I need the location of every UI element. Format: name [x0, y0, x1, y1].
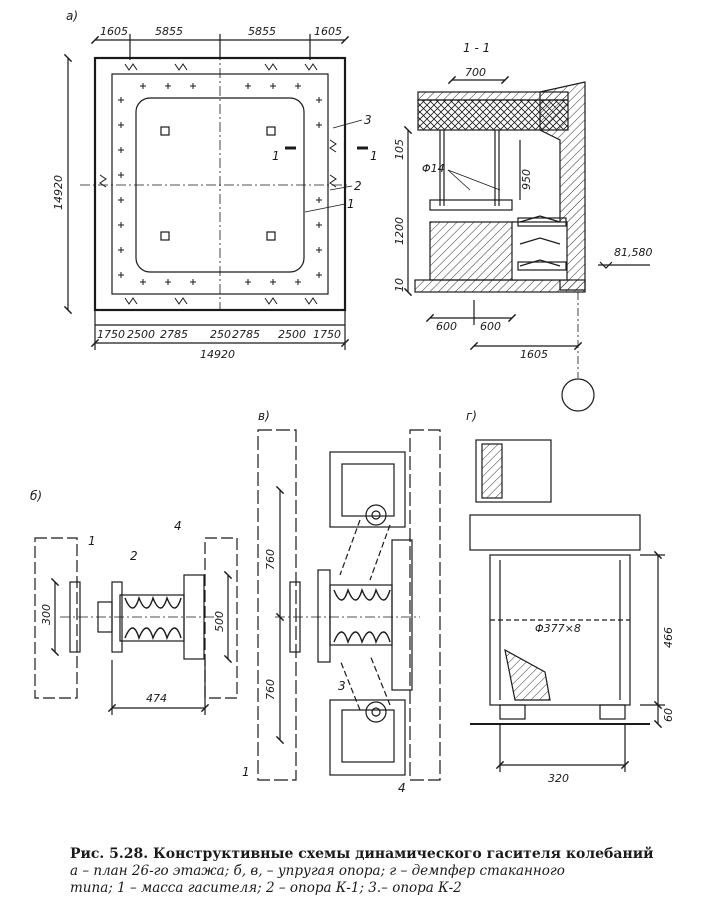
section-dim-1200: 1200: [393, 217, 406, 245]
plan-bottom-dim-3: 2785: [160, 328, 188, 341]
detail-g-dim-60: 60: [662, 708, 675, 722]
detail-v-text: в) 760 760 3 1 4: [242, 409, 406, 795]
caption-title: Рис. 5.28. Конструктивные схемы динамиче…: [70, 846, 654, 862]
detail-g-view: [469, 439, 665, 772]
plan-bottom-dim-6: 2500: [278, 328, 306, 341]
panel-label-v: в): [258, 409, 270, 423]
plan-top-dim-3: 5855: [248, 25, 276, 38]
detail-b-dim-300: 300: [40, 604, 53, 625]
section-dim-600-left: 600: [436, 320, 457, 333]
detail-v-callout-3: 3: [338, 679, 346, 693]
plan-top-dim-1: 1605: [100, 25, 128, 38]
detail-b-callout-4: 4: [174, 519, 182, 533]
plan-cut-mark-right: 1: [370, 149, 378, 163]
section-text: 1 - 1 700 105 950 1200 10 Φ14 600 600 16…: [393, 41, 653, 361]
section-dim-600-right: 600: [480, 320, 501, 333]
plan-bottom-dim-2: 2500: [127, 328, 155, 341]
detail-b-text: б) 1 2 4 300 500 474: [30, 489, 226, 705]
detail-b-dim-474: 474: [146, 692, 167, 705]
detail-g-pipe-size: Φ377×8: [535, 622, 581, 635]
detail-b-callout-1: 1: [88, 534, 96, 548]
plan-cut-mark-left: 1: [272, 149, 280, 163]
plan-view: а): [63, 9, 368, 350]
plan-bottom-dim-7: 1750: [313, 328, 341, 341]
section-dim-105: 105: [393, 139, 406, 160]
section-title: 1 - 1: [463, 41, 490, 55]
detail-g-text: г) Φ377×8 466 60 320: [466, 409, 675, 785]
plan-height-dim: 14920: [52, 175, 65, 210]
detail-v-dim-upper: 760: [264, 549, 277, 570]
panel-label-g: г): [466, 409, 477, 423]
section-dim-950: 950: [520, 169, 533, 190]
detail-v-callout-1: 1: [242, 765, 250, 779]
detail-g-dim-466: 466: [662, 627, 675, 648]
figure-caption: Рис. 5.28. Конструктивные схемы динамиче…: [70, 846, 690, 897]
plan-bottom-dim-5: 2785: [232, 328, 260, 341]
plan-callout-1: 1: [347, 197, 355, 211]
plan-callout-2: 2: [354, 179, 362, 193]
plan-top-dim-4: 1605: [314, 25, 342, 38]
section-dim-10: 10: [393, 278, 406, 292]
plan-text: 1605 5855 5855 1605 14920 1750 2500 2785…: [52, 25, 378, 361]
section-dim-1605: 1605: [520, 348, 548, 361]
detail-b-dim-500: 500: [213, 611, 226, 632]
caption-line-1: а – план 26-го этажа; б, в, – упругая оп…: [70, 863, 565, 879]
detail-b-callout-2: 2: [130, 549, 138, 563]
detail-v-callout-4: 4: [398, 781, 406, 795]
plan-callout-3: 3: [364, 113, 372, 127]
section-dim-700: 700: [465, 66, 486, 79]
panel-label-b: б): [30, 489, 42, 503]
section-rod-diameter: Φ14: [422, 162, 445, 175]
plan-bottom-dim-1: 1750: [97, 328, 125, 341]
panel-label-a: а): [66, 9, 78, 23]
plan-total-width: 14920: [200, 348, 235, 361]
detail-g-dim-320: 320: [548, 772, 569, 785]
plan-bottom-dim-4: 250: [210, 328, 231, 341]
detail-b-view: [34, 537, 238, 715]
caption-body: а – план 26-го этажа; б, в, – упругая оп…: [70, 863, 690, 897]
support-marks: [99, 63, 337, 305]
section-level-mark: 81,580: [614, 246, 653, 259]
section-view: [403, 75, 650, 412]
detail-v-dim-lower: 760: [264, 679, 277, 700]
vibration-damper-drawing: а): [30, 9, 675, 795]
detail-v-view: [257, 429, 441, 781]
plan-top-dim-2: 5855: [155, 25, 183, 38]
caption-line-2: типа; 1 – масса гасителя; 2 – опора К-1;…: [70, 880, 462, 896]
